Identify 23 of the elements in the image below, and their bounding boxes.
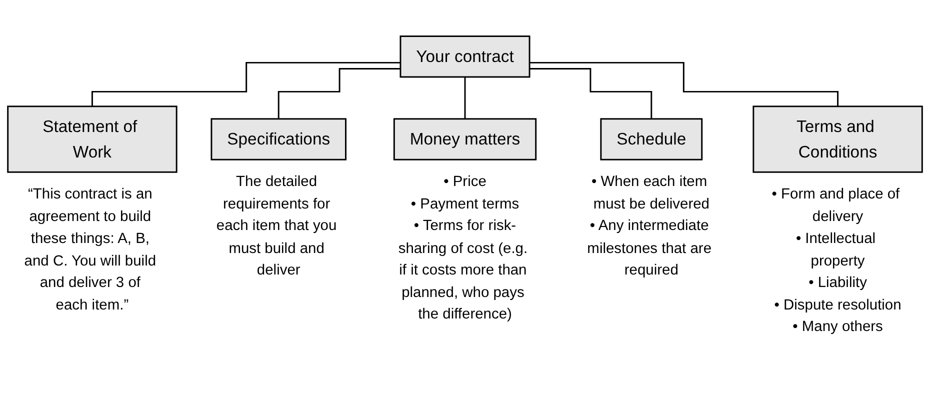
node-box: Your contract	[400, 36, 530, 78]
node-label: • Intellectual property	[796, 230, 876, 269]
node-label: • Price	[444, 173, 486, 190]
node-label: • When each item must be delivered	[592, 173, 710, 212]
connector	[530, 68, 652, 120]
node-label: • Many others	[792, 318, 883, 335]
node-label: • Terms for risk-sharing of cost (e.g. if it costs more than planned, who pays the difference)	[398, 217, 528, 322]
connector	[530, 62, 839, 108]
connector	[464, 76, 466, 120]
node-label: • Any intermediate milestones that are required	[587, 217, 712, 278]
node-label: “This contract is an agreement to build these things: A, B, and C. You will build and deliver 3 of each item.”	[24, 186, 156, 313]
node-label: • Form and place of delivery	[772, 186, 900, 225]
node-box: Schedule	[600, 118, 703, 160]
node-label: • Liability	[808, 274, 867, 291]
connector	[278, 68, 400, 120]
node-box: Terms and Conditions	[752, 106, 923, 173]
node-box: Statement of Work	[7, 106, 178, 173]
node-box: Money matters	[393, 118, 537, 160]
node-label: The detailed requirements for each item that you must build and deliver	[216, 173, 337, 278]
connector	[91, 62, 400, 108]
node-label: • Payment terms	[410, 195, 520, 212]
node-box: Specifications	[210, 118, 346, 160]
node-label: • Dispute resolution	[774, 296, 902, 313]
